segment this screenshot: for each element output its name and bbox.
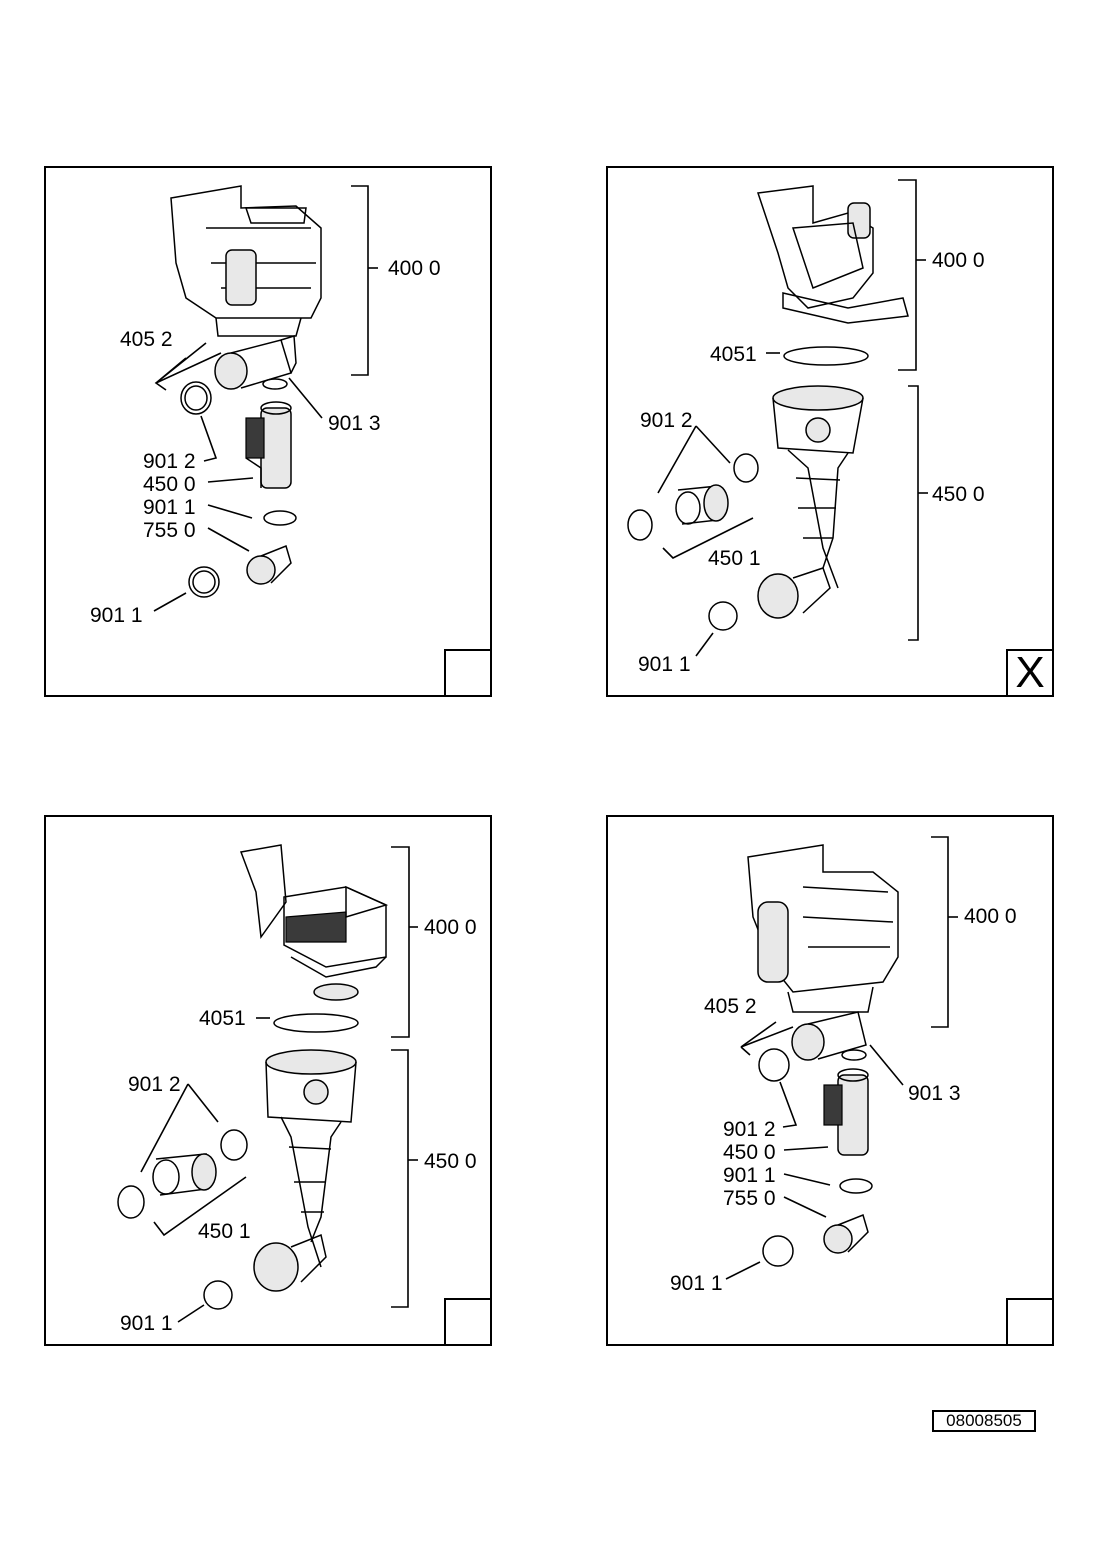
- label-901-1: 901 1: [120, 1312, 173, 1335]
- bracket-450: [391, 1049, 409, 1308]
- label-450-1: 450 1: [198, 1220, 251, 1243]
- label-405: 405 2: [704, 995, 757, 1018]
- label-450: 450 0: [723, 1141, 776, 1164]
- clamp-ring: [758, 1048, 790, 1082]
- label-901-1: 901 1: [723, 1164, 776, 1187]
- pump-motor-part: [170, 185, 322, 337]
- outlet-elbow-part: [214, 335, 297, 390]
- hose-part: [246, 544, 292, 585]
- heater-housing-part: [757, 385, 864, 619]
- exploded-view-drawing: [117, 844, 418, 1323]
- label-405: 405 2: [120, 328, 173, 351]
- heater-part: [245, 401, 292, 489]
- pump-motor-part: [747, 844, 899, 1013]
- hose-part: [675, 484, 729, 525]
- variant-check-box: [444, 649, 490, 695]
- variant-check-box: [444, 1298, 490, 1344]
- variant-panel-3: 400 0 4051 901 2 450 0 450 1 901 1: [44, 815, 492, 1346]
- label-901-2: 901 2: [723, 1118, 776, 1141]
- clamp-ring: [762, 1235, 794, 1267]
- label-901-3: 901 3: [328, 412, 381, 435]
- heater-housing-part: [253, 1049, 357, 1292]
- exploded-view-drawing: [627, 179, 928, 657]
- variant-panel-1: 400 0 405 2 901 3 901 2 450 0 901 1 755 …: [44, 166, 492, 697]
- label-901-2: 901 2: [640, 409, 693, 432]
- clamp-ring: [188, 566, 220, 598]
- outlet-elbow-part: [791, 1011, 867, 1061]
- label-400: 400 0: [932, 249, 985, 272]
- bracket-400: [391, 846, 410, 1038]
- label-450-1: 450 1: [708, 547, 761, 570]
- label-450: 450 0: [424, 1150, 477, 1173]
- variant-check-box: [1006, 1298, 1052, 1344]
- hose-part: [152, 1153, 217, 1196]
- label-755: 755 0: [723, 1187, 776, 1210]
- variant-panel-2: 400 0 4051 901 2 450 0 450 1 901 1 X: [606, 166, 1054, 697]
- pump-motor-part: [756, 185, 909, 324]
- label-901-1: 901 1: [638, 653, 691, 676]
- bracket-400: [931, 836, 949, 1028]
- bracket-400: [898, 179, 917, 371]
- clamp-ring: [263, 510, 297, 526]
- label-400: 400 0: [964, 905, 1017, 928]
- label-901-1: 901 1: [143, 496, 196, 519]
- label-901-2: 901 2: [128, 1073, 181, 1096]
- exploded-view-drawing: [725, 836, 958, 1280]
- seal-ring: [783, 346, 869, 366]
- clamp-ring: [220, 1129, 248, 1161]
- drawing-number: 08008505: [932, 1410, 1036, 1432]
- label-450: 450 0: [932, 483, 985, 506]
- label-450: 450 0: [143, 473, 196, 496]
- clamp-ring: [627, 509, 653, 541]
- clamp-ring: [733, 453, 759, 483]
- label-4051: 4051: [710, 343, 757, 366]
- label-4051: 4051: [199, 1007, 246, 1030]
- label-901-3: 901 3: [908, 1082, 961, 1105]
- hose-part: [823, 1213, 869, 1254]
- bracket-400: [351, 185, 369, 376]
- clamp-ring: [839, 1178, 873, 1194]
- label-755: 755 0: [143, 519, 196, 542]
- label-400: 400 0: [424, 916, 477, 939]
- label-901-1-bottom: 901 1: [90, 604, 143, 627]
- clamp-ring: [708, 601, 738, 631]
- clamp-ring: [117, 1185, 145, 1219]
- clamp-ring: [180, 381, 212, 415]
- variant-check-box: X: [1006, 649, 1052, 695]
- variant-panel-4: 400 0 405 2 901 3 901 2 450 0 901 1 755 …: [606, 815, 1054, 1346]
- exploded-view-drawing: [153, 185, 378, 612]
- label-901-2: 901 2: [143, 450, 196, 473]
- seal-ring: [273, 1013, 359, 1033]
- clamp-ring: [203, 1280, 233, 1310]
- pump-motor-part: [239, 844, 389, 1001]
- bracket-450: [908, 385, 919, 641]
- label-901-1-bottom: 901 1: [670, 1272, 723, 1295]
- label-400: 400 0: [388, 257, 441, 280]
- heater-part: [823, 1068, 869, 1156]
